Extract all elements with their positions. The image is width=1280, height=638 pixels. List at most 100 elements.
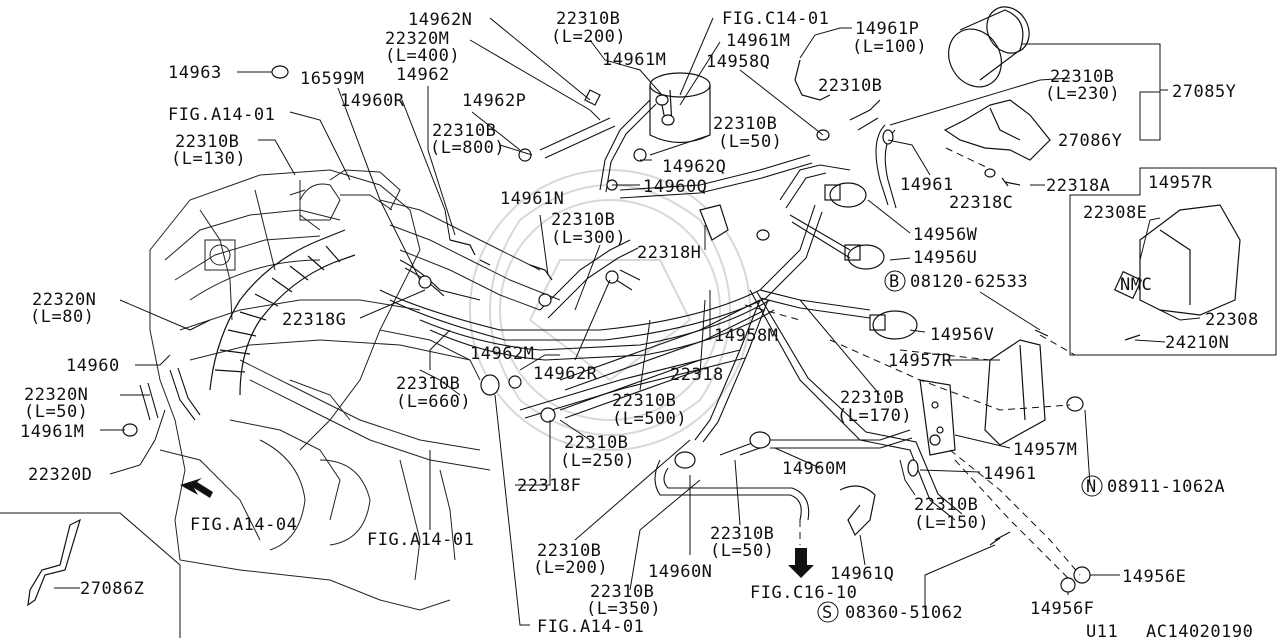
- label-22310b-50-top: 22310B: [713, 114, 777, 134]
- bracket-27086y: [943, 99, 1051, 161]
- label-22320n-50-length: (L=50): [24, 402, 88, 422]
- label-14958m: 14958M: [714, 326, 778, 346]
- label-14960: 14960: [66, 356, 120, 376]
- label-22310b-500-length: (L=500): [612, 409, 687, 429]
- label-14956e: 14956E: [1122, 567, 1186, 587]
- label-22320n-80: 22320N: [32, 290, 96, 310]
- label-22310b-150-length: (L=150): [914, 513, 989, 533]
- inset-tag-text: NMC: [1120, 275, 1152, 295]
- label-14961n: 14961N: [500, 189, 564, 209]
- label-22310b-500: 22310B: [612, 391, 676, 411]
- label-22320n-80-length: (L=80): [30, 307, 94, 327]
- label-22310b-200-low: 22310B: [537, 541, 601, 561]
- label-27085y: 27085Y: [1172, 82, 1236, 102]
- label-22318: 22318: [670, 365, 724, 385]
- bracket-14957m: [919, 379, 956, 456]
- label-22310b-50-low: 22310B: [710, 524, 774, 544]
- label-22310b-350: 22310B: [590, 582, 654, 602]
- label-22310b-150: 22310B: [914, 495, 978, 515]
- label-22320m-length: (L=400): [385, 46, 460, 66]
- label-14961m-top-2: 14961M: [602, 50, 666, 70]
- label-22318g: 22318G: [282, 310, 346, 330]
- engine-block: [149, 169, 561, 611]
- label-14962n: 14962N: [408, 10, 472, 30]
- canister: [649, 72, 711, 144]
- label-22310b-350-length: (L=350): [586, 599, 661, 619]
- leader-lines: [0, 17, 1201, 638]
- label-14963: 14963: [168, 63, 222, 83]
- symbol-n: N: [1086, 477, 1097, 497]
- charcoal-canister: [948, 6, 1030, 88]
- label-22310b-200-low-length: (L=200): [533, 558, 608, 578]
- bracket-27086z: [27, 518, 81, 607]
- label-22320d: 22320D: [28, 465, 92, 485]
- label-14957m: 14957M: [1013, 440, 1077, 460]
- label-fig-a14-01-top: FIG.A14-01: [168, 105, 275, 125]
- label-fig-c16-10: FIG.C16-10: [750, 583, 857, 603]
- label-08120-62533: 08120-62533: [910, 272, 1028, 292]
- label-14957r: 14957R: [888, 351, 953, 371]
- label-14961m-top: 14961M: [726, 31, 790, 51]
- label-14960q: 14960Q: [643, 177, 707, 197]
- bracket-14957r: [984, 339, 1046, 446]
- label-22320n-50: 22320N: [24, 385, 88, 405]
- label-22310b-mid: 22310B: [818, 76, 882, 96]
- label-14956w: 14956W: [913, 225, 978, 245]
- label-14960r: 14960R: [340, 91, 405, 111]
- label-22310b-800: 22310B: [432, 121, 496, 141]
- label-14956u: 14956U: [913, 248, 977, 268]
- label-14958q: 14958Q: [706, 52, 770, 72]
- arrows: [180, 478, 814, 578]
- label-22308e: 22308E: [1083, 203, 1147, 223]
- label-14962r: 14962R: [533, 364, 598, 384]
- inset-box: NMC: [1069, 167, 1277, 356]
- label-14962p: 14962P: [462, 91, 526, 111]
- label-22318f: 22318F: [517, 476, 581, 496]
- label-14961p-length: (L=100): [852, 37, 927, 57]
- symbol-s: S: [822, 603, 833, 623]
- label-27086z: 27086Z: [80, 579, 144, 599]
- label-22310b-660-length: (L=660): [396, 392, 471, 412]
- label-14957r-inset: 14957R: [1148, 173, 1213, 193]
- label-22320m: 22320M: [385, 29, 449, 49]
- label-14962: 14962: [396, 65, 450, 85]
- label-14956f: 14956F: [1030, 599, 1094, 619]
- diagram-code: AC14020190: [1146, 622, 1253, 638]
- label-14960n: 14960N: [648, 562, 712, 582]
- label-22310b-200-length: (L=200): [551, 27, 626, 47]
- intake-duct: [209, 229, 356, 396]
- label-22318a: 22318A: [1046, 176, 1110, 196]
- label-22310b-660: 22310B: [396, 374, 460, 394]
- label-16599m: 16599M: [300, 69, 364, 89]
- label-24210n: 24210N: [1165, 333, 1229, 353]
- label-08360-51062: 08360-51062: [845, 603, 963, 623]
- label-fig-a14-04: FIG.A14-04: [190, 515, 297, 535]
- label-22310b-800-length: (L=800): [430, 138, 505, 158]
- label-22310b-300: 22310B: [551, 210, 615, 230]
- label-fig-a14-01-bottom: FIG.A14-01: [537, 617, 644, 637]
- label-14962m: 14962M: [470, 344, 534, 364]
- label-08911-1062a: 08911-1062A: [1107, 477, 1225, 497]
- label-22310b-50-low-length: (L=50): [710, 541, 774, 561]
- label-22318c: 22318C: [949, 193, 1013, 213]
- label-22310b-250: 22310B: [564, 433, 628, 453]
- label-22310b-50-top-length: (L=50): [718, 132, 782, 152]
- fasteners: [989, 329, 1091, 593]
- label-22310b-200: 22310B: [556, 9, 620, 29]
- callout-labels: 14962N 22310B (L=200) FIG.C14-01 14961P …: [20, 9, 1259, 638]
- label-14961p: 14961P: [855, 19, 919, 39]
- page-ref: U11: [1086, 622, 1118, 638]
- label-22308: 22308: [1205, 310, 1259, 330]
- label-22310b-230: 22310B: [1050, 67, 1114, 87]
- label-14961m-left: 14961M: [20, 422, 84, 442]
- label-fig-c14-01: FIG.C14-01: [722, 9, 829, 29]
- fastener-22318: [984, 168, 1021, 187]
- label-14961-right: 14961: [900, 175, 954, 195]
- label-fig-a14-01-mid: FIG.A14-01: [367, 530, 474, 550]
- label-22310b-230-length: (L=230): [1045, 84, 1120, 104]
- label-14961-low: 14961: [983, 464, 1037, 484]
- hose-bundle: [139, 99, 963, 521]
- label-27086y: 27086Y: [1058, 131, 1122, 151]
- label-14956v: 14956V: [930, 325, 994, 345]
- label-14962q: 14962Q: [662, 157, 726, 177]
